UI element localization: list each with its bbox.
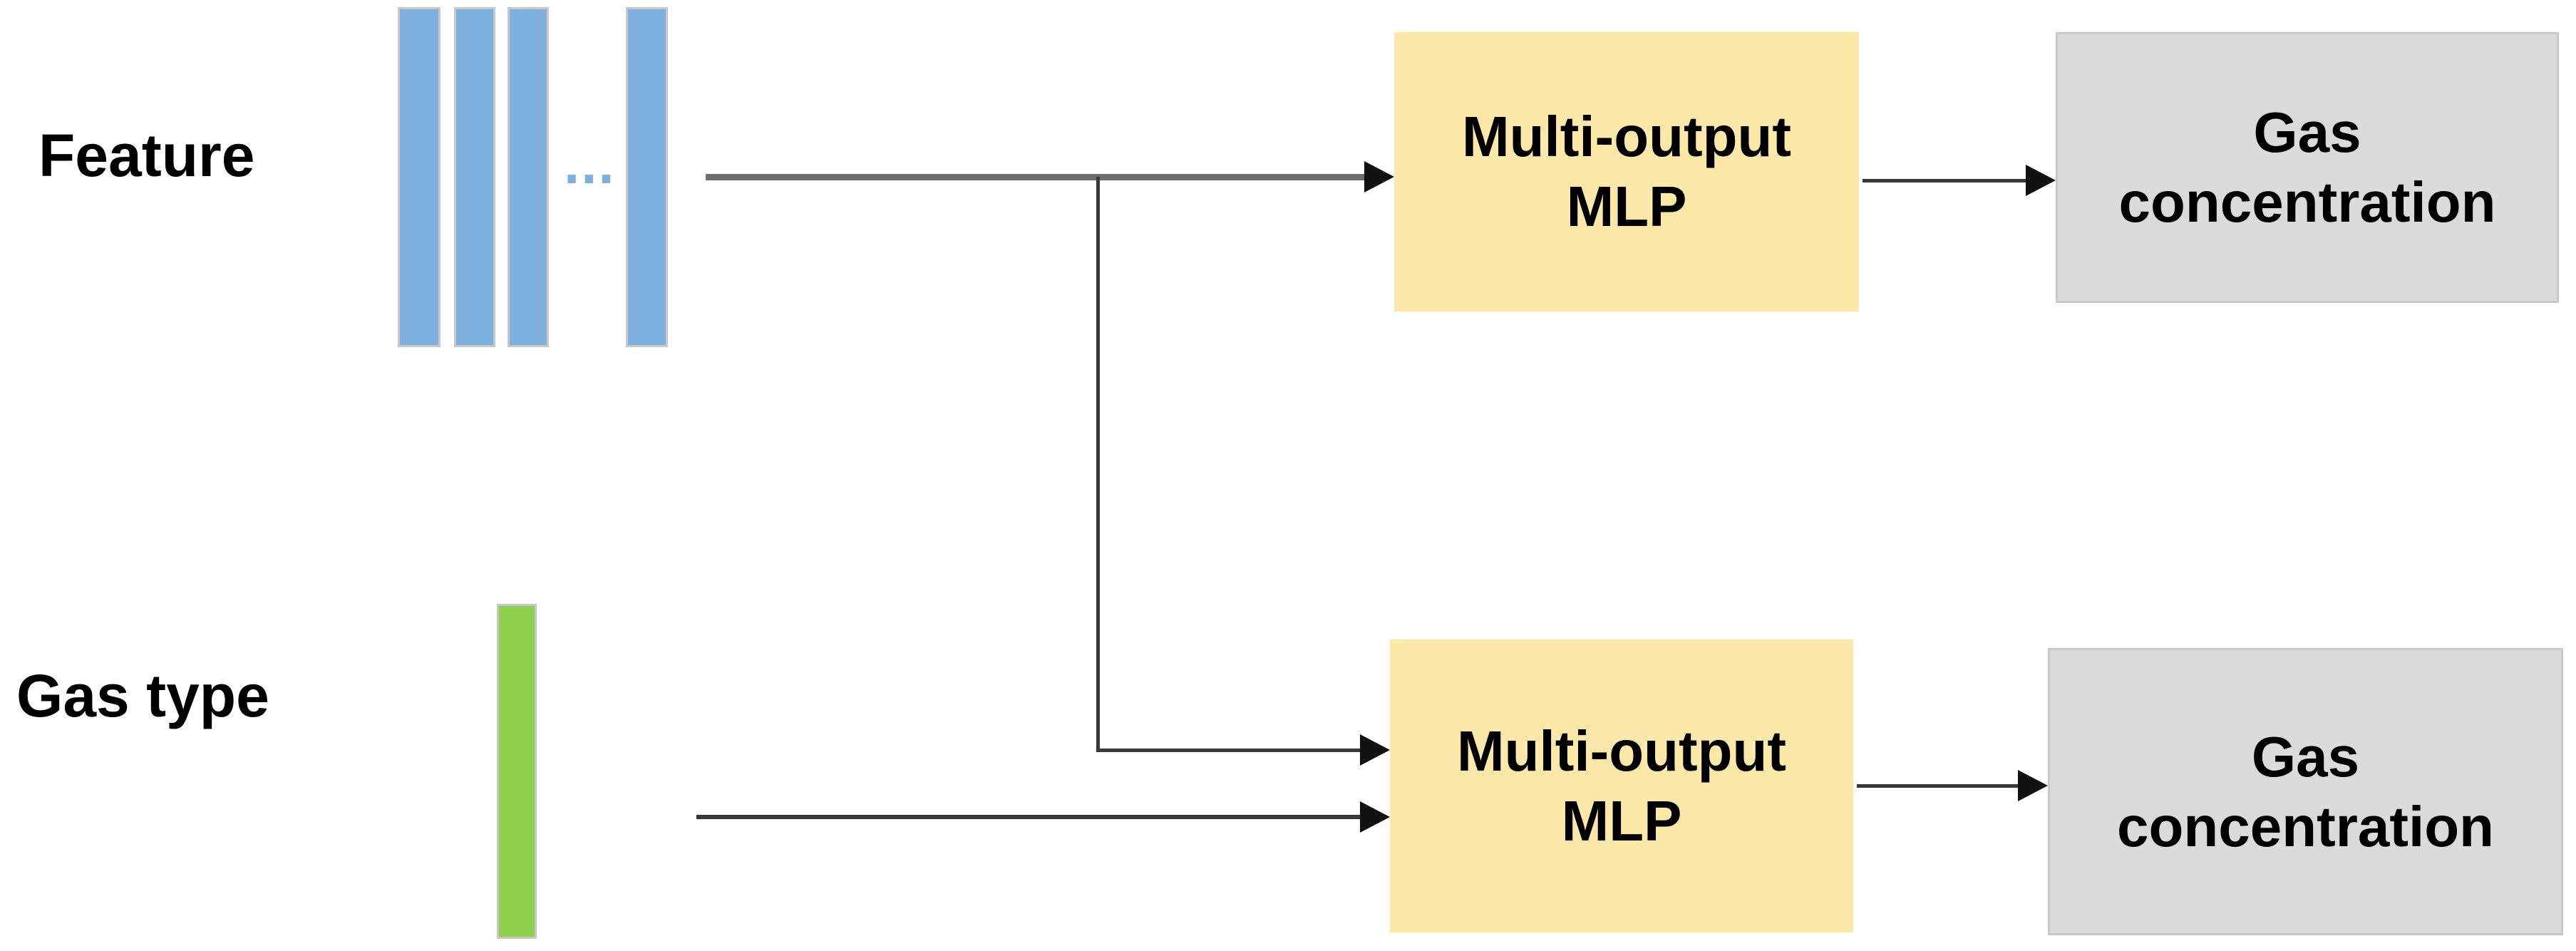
mlp-box-bottom-line2: MLP [1561,788,1682,853]
gas-type-label: Gas type [16,662,269,729]
feature-branch-horizontal-line [1096,749,1361,752]
mlp-to-gas-top-arrow-line [1863,179,2027,183]
feature-branch-arrowhead-icon [1360,734,1390,766]
gas-concentration-top-line1: Gas [2253,101,2361,164]
mlp-box-bottom: Multi-output MLP [1390,639,1853,932]
mlp-box-top-line2: MLP [1566,175,1687,238]
mlp-box-top: Multi-output MLP [1394,32,1859,312]
gas-concentration-box-bottom: Gas concentration [2048,648,2563,935]
mlp-to-gas-top-arrowhead-icon [2026,165,2056,196]
gas-type-to-mlp-arrowhead-icon [1360,801,1390,833]
mlp-box-bottom-line1: Multi-output [1457,719,1786,783]
feature-to-mlp-arrow-line [706,174,1367,180]
mlp-box-top-line1: Multi-output [1462,105,1791,168]
feature-label: Feature [38,122,255,189]
gas-concentration-bottom-line1: Gas [2251,724,2360,788]
feature-vector-bar-4 [626,7,668,347]
gas-type-to-mlp-arrow-line [696,815,1361,819]
gas-concentration-bottom-line2: concentration [2117,794,2494,858]
feature-vector-bar-1 [398,7,441,347]
feature-bars-ellipsis: ... [564,132,616,195]
gas-concentration-box-top: Gas concentration [2056,32,2559,303]
feature-vector-bar-3 [508,7,549,347]
gas-type-vector-bar [497,604,537,939]
feature-branch-vertical-line [1096,177,1100,751]
mlp-to-gas-bottom-arrow-line [1857,784,2019,788]
feature-to-mlp-arrowhead-icon [1364,161,1394,192]
feature-vector-bar-2 [454,7,495,347]
mlp-to-gas-bottom-arrowhead-icon [2018,770,2048,801]
gas-concentration-top-line2: concentration [2118,170,2496,234]
